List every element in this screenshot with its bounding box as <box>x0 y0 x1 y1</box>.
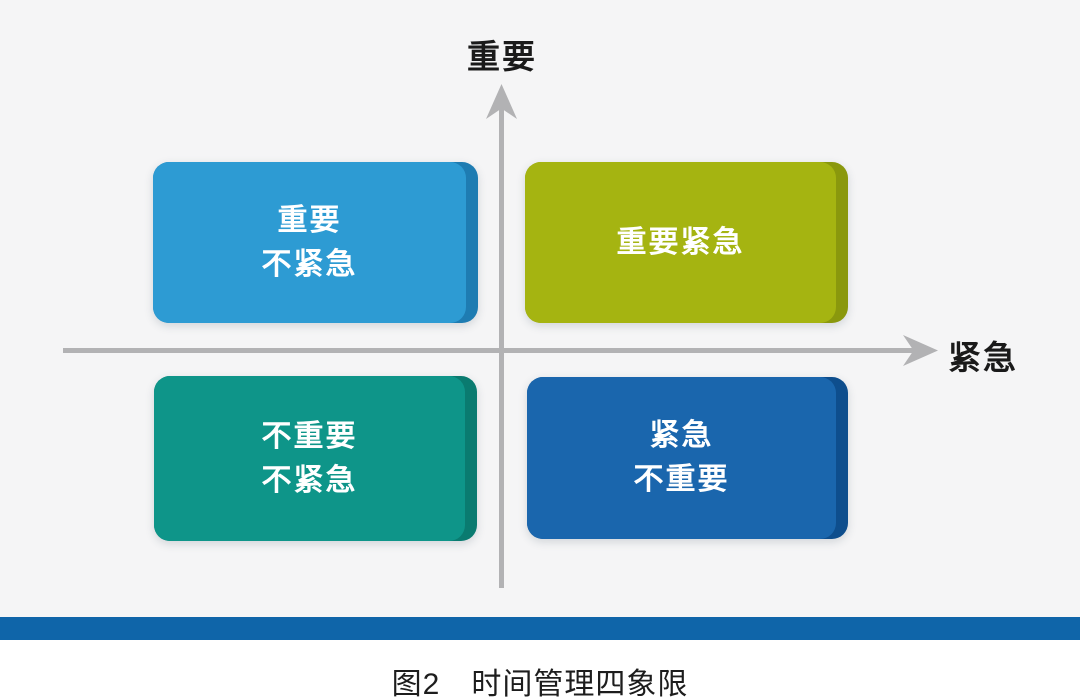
y-axis-label: 重要 <box>467 38 537 75</box>
figure-caption: 图2 时间管理四象限 <box>391 668 689 699</box>
quadrant-label-line: 重要紧急 <box>616 225 745 259</box>
quadrant-important-urgent: 重要紧急 <box>525 162 848 323</box>
quadrant-face: 重要 不紧急 <box>153 162 466 323</box>
quadrant-label-line: 紧急 <box>649 419 714 452</box>
quadrant-important-not-urgent: 重要 不紧急 <box>153 162 478 323</box>
quadrant-face: 重要紧急 <box>525 162 836 323</box>
quadrant-label-line: 不重要 <box>633 463 730 496</box>
x-axis-label: 紧急 <box>948 339 1018 376</box>
quadrant-label-line: 不紧急 <box>261 463 358 497</box>
quadrant-label-line: 不紧急 <box>261 247 358 281</box>
quadrant-urgent-not-important: 紧急 不重要 <box>527 377 848 539</box>
quadrant-face: 不重要 不紧急 <box>154 376 465 541</box>
quadrant-face: 紧急 不重要 <box>527 377 836 539</box>
caption-area: 图2 时间管理四象限 <box>0 640 1080 699</box>
quadrant-not-important-not-urgent: 不重要 不紧急 <box>154 376 477 541</box>
quadrant-label-line: 重要 <box>277 203 342 237</box>
divider-bar <box>0 617 1080 640</box>
quadrant-label-line: 不重要 <box>261 419 358 453</box>
x-axis-line <box>63 348 921 353</box>
y-axis-line <box>499 102 504 588</box>
